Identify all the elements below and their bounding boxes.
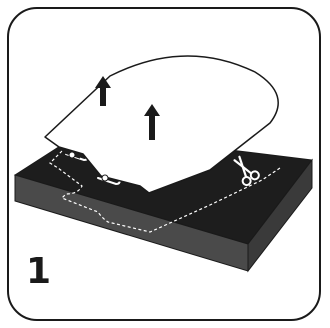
step-number: 1 (26, 254, 51, 290)
sheet-tab-hole (102, 175, 108, 181)
sheet-tab-hole (69, 152, 75, 158)
